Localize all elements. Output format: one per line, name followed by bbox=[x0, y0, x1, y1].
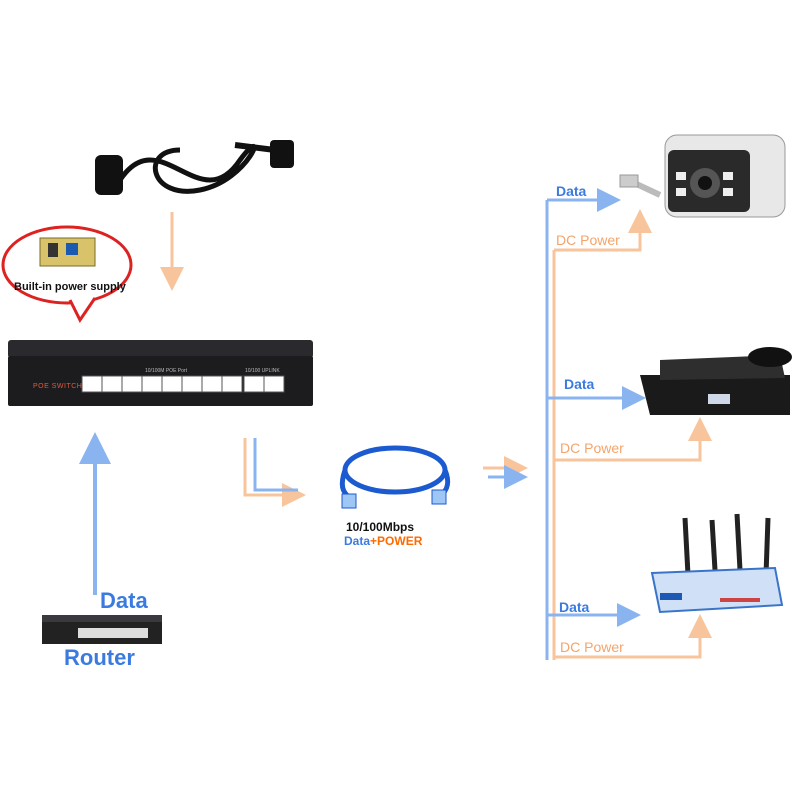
router-data-label: Data bbox=[100, 588, 148, 613]
poe-ports bbox=[81, 375, 285, 393]
router-device bbox=[42, 615, 162, 644]
poe-switch-badge: POE SWITCH bbox=[33, 383, 83, 390]
camera-data-label: Data bbox=[556, 183, 587, 199]
power-cord-icon bbox=[95, 140, 294, 195]
builtin-power-label: Built-in power supply bbox=[14, 281, 126, 293]
switch-data-out-arrow bbox=[253, 438, 298, 492]
ap-dc-label: DC Power bbox=[560, 639, 624, 655]
phone-data-label: Data bbox=[564, 376, 595, 392]
cable-data-power-label: Data+POWER bbox=[344, 534, 422, 548]
ap-data-label: Data bbox=[559, 599, 590, 615]
switch-group-left-label: 10/100M POE Port bbox=[145, 368, 187, 374]
switch-group-right-label: 10/100 UPLINK bbox=[245, 368, 280, 374]
cable-speed-label: 10/100Mbps bbox=[346, 520, 415, 534]
ip-phone-icon bbox=[640, 347, 792, 415]
camera-power-arrow bbox=[554, 209, 652, 252]
cable-data-text: Data bbox=[344, 534, 371, 548]
switch-power-out-arrow bbox=[243, 438, 306, 507]
phone-dc-label: DC Power bbox=[560, 440, 624, 456]
wireless-ap-icon bbox=[650, 513, 784, 614]
router-label: Router bbox=[64, 645, 135, 670]
cable-power-text: +POWER bbox=[370, 534, 423, 548]
ethernet-cable-icon bbox=[339, 445, 451, 509]
builtin-power-bubble bbox=[1, 225, 133, 323]
ap-power-arrow bbox=[554, 614, 712, 659]
phone-power-arrow bbox=[554, 417, 712, 462]
camera-dc-label: DC Power bbox=[556, 232, 620, 248]
poe-switch bbox=[8, 340, 313, 406]
ip-camera-icon bbox=[619, 134, 786, 218]
